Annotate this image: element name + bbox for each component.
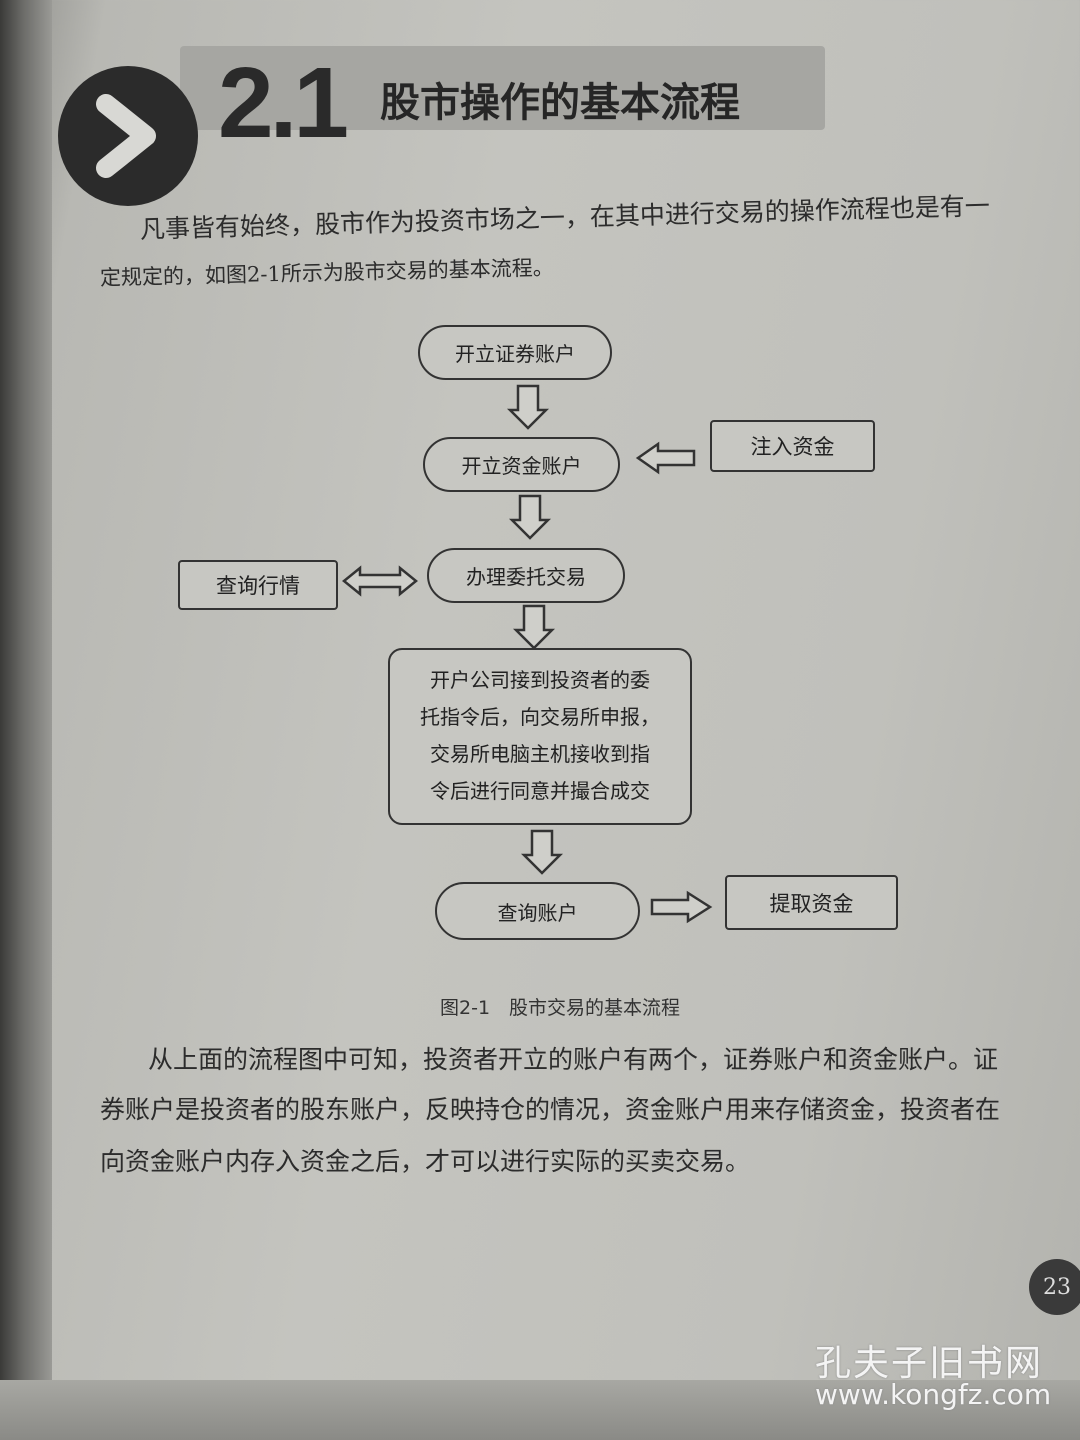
process-line: 开户公司接到投资者的委 bbox=[430, 668, 650, 692]
node-inject-fund: 注入资金 bbox=[710, 420, 875, 472]
arrow-left-icon bbox=[635, 441, 696, 475]
heading-band bbox=[180, 46, 825, 130]
node-entrust-trade: 办理委托交易 bbox=[427, 548, 625, 603]
process-line: 交易所电脑主机接收到指 bbox=[430, 742, 650, 766]
node-query-account: 查询账户 bbox=[435, 882, 640, 940]
watermark-url: www.kongfz.com bbox=[815, 1378, 1052, 1411]
section-number: 2.1 bbox=[218, 47, 349, 159]
arrow-right-icon bbox=[650, 890, 713, 924]
double-arrow-icon bbox=[342, 565, 418, 597]
body-line-2: 券账户是投资者的股东账户，反映持仓的情况，资金账户用来存储资金，投资者在 bbox=[100, 1095, 1001, 1124]
arrow-down-icon bbox=[520, 829, 564, 875]
page-bottom-shadow bbox=[0, 1380, 1080, 1440]
body-line-3: 向资金账户内存入资金之后，才可以进行实际的买卖交易。 bbox=[100, 1147, 751, 1176]
node-open-securities-account: 开立证券账户 bbox=[418, 325, 612, 380]
section-title: 股市操作的基本流程 bbox=[380, 80, 740, 126]
intro-line-1: 凡事皆有始终，股市作为投资市场之一，在其中进行交易的操作流程也是有一 bbox=[139, 191, 991, 244]
intro-line-2: 定规定的，如图2-1所示为股市交易的基本流程。 bbox=[99, 255, 555, 290]
arrow-down-icon bbox=[508, 494, 552, 540]
watermark-name: 孔夫子旧书网 bbox=[815, 1343, 1044, 1384]
figure-caption: 图2-1 股市交易的基本流程 bbox=[440, 997, 681, 1019]
page-number: 23 bbox=[1029, 1259, 1080, 1315]
left-page-edge bbox=[0, 0, 52, 1440]
arrow-down-icon bbox=[512, 604, 556, 650]
node-open-fund-account: 开立资金账户 bbox=[423, 437, 620, 492]
node-withdraw-fund: 提取资金 bbox=[725, 875, 898, 930]
process-line: 托指令后，向交易所申报， bbox=[420, 705, 660, 729]
arrow-down-icon bbox=[506, 384, 550, 430]
node-query-quotes: 查询行情 bbox=[178, 560, 338, 610]
body-line-1: 从上面的流程图中可知，投资者开立的账户有两个，证券账户和资金账户。证 bbox=[148, 1045, 999, 1074]
chevron-right-icon bbox=[58, 66, 198, 206]
node-exchange-matching: 开户公司接到投资者的委 托指令后，向交易所申报， 交易所电脑主机接收到指 令后进… bbox=[388, 648, 692, 825]
process-line: 令后进行同意并撮合成交 bbox=[430, 779, 650, 803]
